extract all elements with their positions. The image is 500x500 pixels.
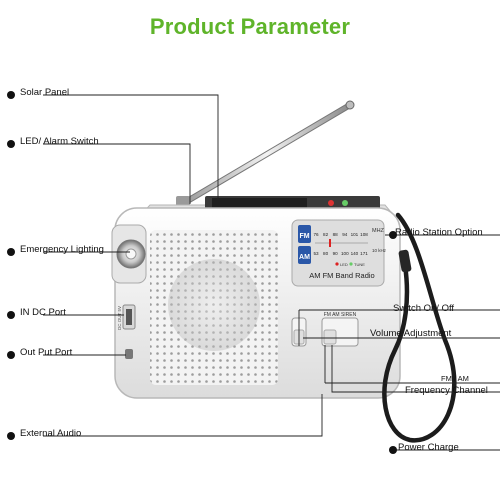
label-frequency-channel: Frequency Channel: [405, 385, 488, 396]
callout-lines: [43, 94, 500, 451]
label-radio-station-option: Radio Station Option: [395, 227, 483, 238]
side-ports: DC OUT 5V: [117, 304, 136, 359]
control-switches: FM AM SIREN: [291, 312, 359, 347]
fm-scale-tick: 94: [342, 232, 348, 237]
port-label: DC OUT 5V: [117, 306, 122, 330]
speaker-grill: [150, 230, 278, 385]
label-fm-am: FM / AM: [441, 374, 469, 383]
label-volume-adjustment: Volume Adjustment: [370, 328, 452, 339]
callout-dot-solar-panel: [7, 91, 15, 99]
page-title: Product Parameter: [149, 14, 351, 39]
led-indicator-label: LED: [340, 262, 348, 267]
fm-badge: FM: [299, 233, 309, 240]
label-power-charge: Power Charge: [398, 442, 459, 453]
am-scale-tick: 140: [351, 251, 359, 256]
label-out-put-port: Out Put Port: [20, 347, 73, 358]
label-emergency-lighting: Emergency Lighting: [20, 244, 104, 255]
am-badge: AM: [299, 254, 310, 261]
mhz-label: MHZ: [372, 228, 385, 234]
label-solar-panel: Solar Panel: [20, 87, 70, 98]
emergency-led-light: [111, 224, 147, 284]
callout-dot-led-alarm: [7, 140, 15, 148]
callout-dot-out-put-port: [7, 351, 15, 359]
callout-dot-radio-station: [389, 231, 397, 239]
khz-label: 10 kHz: [372, 248, 387, 253]
fm-scale-tick: 76: [313, 232, 319, 237]
am-scale-tick: 80: [323, 251, 329, 256]
wrist-strap: [382, 212, 457, 443]
tune-indicator-label: TUNE: [354, 262, 365, 267]
telescopic-antenna: [176, 100, 355, 206]
fm-scale-tick: 108: [360, 232, 368, 237]
band-switch-label: FM AM SIREN: [324, 312, 357, 318]
am-scale-tick: 100: [341, 251, 349, 256]
am-scale-tick: 53: [313, 251, 319, 256]
band-radio-label: AM FM Band Radio: [309, 271, 374, 280]
am-scale-tick: 90: [333, 251, 339, 256]
fm-scale-tick: 88: [333, 232, 339, 237]
callout-dot-in-dc-port: [7, 311, 15, 319]
fm-scale-tick: 82: [323, 232, 329, 237]
label-switch-on-off: Switch On/ Off: [393, 303, 455, 314]
label-external-audio: External Audio: [20, 428, 82, 439]
label-led-alarm-switch: LED/ Alarm Switch: [20, 136, 99, 147]
label-in-dc-port: IN DC Port: [20, 307, 66, 318]
am-scale-tick: 171: [360, 251, 368, 256]
callout-dot-external-audio: [7, 432, 15, 440]
callout-dot-emergency-light: [7, 248, 15, 256]
callout-dot-power-charge: [389, 446, 397, 454]
fm-scale-tick: 101: [351, 232, 359, 237]
